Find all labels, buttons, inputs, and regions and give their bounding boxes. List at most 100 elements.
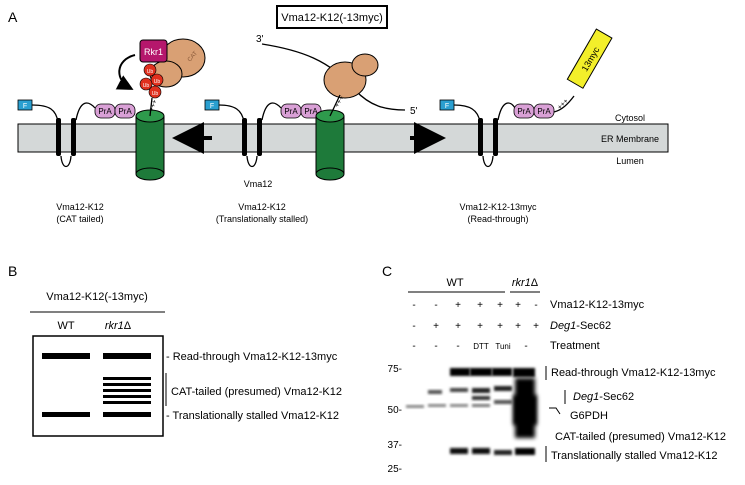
svg-text:Tuni: Tuni (495, 342, 510, 351)
three-prime: 3' (256, 34, 264, 45)
tm-helix-mid-1 (242, 118, 247, 156)
svg-text:+: + (515, 321, 521, 332)
ubiquitination-arrow (115, 54, 136, 90)
label-right-line2: (Read-through) (467, 214, 528, 224)
label-c-readthrough: Read-through Vma12-K12-13myc (551, 367, 716, 379)
label-b-cat: CAT-tailed (presumed) Vma12-K12 (171, 386, 342, 398)
panel-b-title: Vma12-K12(-13myc) (46, 291, 147, 303)
svg-text:+: + (533, 321, 539, 332)
col-rkr1: rkr1Δ (105, 320, 132, 332)
label-right-line1: Vma12-K12-13myc (459, 202, 537, 212)
marker-37: 37- (388, 440, 402, 451)
plus-left: +++ (148, 99, 159, 113)
construct-right: F PrA PrA +++ 13myc Vma12-K12-13myc (Rea… (439, 28, 613, 224)
prA-left-2-label: PrA (118, 107, 132, 116)
row-deg1-label: Deg1-Sec62 (550, 320, 611, 332)
linker-left-1 (31, 104, 59, 123)
sec-channel-middle (315, 115, 345, 175)
band-b-wt-stalled (42, 412, 90, 417)
panel-a-title: Vma12-K12(-13myc) (281, 12, 382, 24)
group-rkr1: rkr1Δ (512, 277, 539, 289)
row-treatment-signs: - - - DTT Tuni - (412, 341, 527, 352)
band-b-wt-readthrough (42, 353, 90, 359)
tm-helix-left-2 (71, 118, 76, 156)
tm-helix-mid-2 (257, 118, 262, 156)
svg-text:+: + (497, 300, 503, 311)
svg-text:PrA: PrA (517, 107, 531, 116)
svg-text:+: + (477, 321, 483, 332)
svg-text:-: - (534, 300, 537, 311)
vma12-label: Vma12 (244, 179, 273, 189)
svg-text:Ub: Ub (152, 91, 159, 97)
band-b-cat-1 (103, 377, 151, 380)
band-b-rkr1-readthrough (103, 353, 151, 359)
svg-text:-: - (434, 300, 437, 311)
svg-text:Ub: Ub (154, 79, 161, 85)
svg-text:-: - (456, 341, 459, 352)
label-b-stalled: - Translationally stalled Vma12-K12 (166, 410, 339, 422)
marker-75: 75- (388, 364, 402, 375)
panel-c-letter: C (382, 263, 392, 279)
label-c-deg1: Deg1-Sec62 (573, 391, 634, 403)
band-b-cat-2 (103, 383, 151, 386)
cytosol-label: Cytosol (615, 113, 645, 123)
construct-left: F PrA PrA CAT Rkr1 Ub (17, 38, 206, 224)
ub-chain: Ub Ub Ub Ub (139, 63, 164, 99)
marker-25: 25- (388, 464, 402, 475)
prA-right-2 (533, 103, 555, 119)
svg-text:+: + (455, 300, 461, 311)
blot-bands (406, 368, 537, 455)
svg-text:Ub: Ub (143, 83, 150, 89)
flag-label-left: F (23, 103, 27, 110)
label-c-g6pdh: G6PDH (570, 410, 608, 422)
col-wt: WT (57, 320, 74, 332)
svg-text:DTT: DTT (473, 342, 489, 351)
sec-channel-left (135, 115, 165, 175)
tm-helix-left-1 (56, 118, 61, 156)
panel-a-letter: A (8, 9, 18, 25)
er-membrane-label: ER Membrane (601, 134, 659, 144)
svg-text:Ub: Ub (147, 69, 154, 75)
g6pdh-pointer (549, 407, 561, 415)
tm-helix-right-2 (493, 118, 498, 156)
band-b-cat-5 (103, 401, 151, 404)
myc-tag (566, 28, 613, 89)
linker-left-2 (75, 102, 96, 121)
panel-b-letter: B (8, 263, 17, 279)
label-mid-line2: (Translationally stalled) (216, 214, 308, 224)
tm-helix-right-1 (478, 118, 483, 156)
label-c-cat: CAT-tailed (presumed) Vma12-K12 (555, 431, 726, 443)
label-mid-line1: Vma12-K12 (238, 202, 286, 212)
svg-text:PrA: PrA (537, 107, 551, 116)
svg-text:-: - (524, 341, 527, 352)
row-deg1-signs: - + + + + + + (412, 321, 539, 332)
label-b-readthrough: - Read-through Vma12-K12-13myc (166, 351, 338, 363)
lumen-label: Lumen (616, 156, 644, 166)
five-prime: 5' (410, 106, 418, 117)
svg-text:-: - (412, 321, 415, 332)
ribosome-small-mid (351, 53, 379, 77)
svg-text:PrA: PrA (284, 107, 298, 116)
svg-text:PrA: PrA (304, 107, 318, 116)
label-left-line1: Vma12-K12 (56, 202, 104, 212)
svg-text:+: + (515, 300, 521, 311)
rkr1-label: Rkr1 (144, 47, 163, 57)
svg-text:-: - (412, 341, 415, 352)
loop-left-1 (60, 155, 72, 168)
svg-text:F: F (445, 103, 449, 110)
plus-right: +++ (556, 98, 570, 112)
panel-b: B Vma12-K12(-13myc) WT rkr1Δ - Read-thro… (8, 263, 342, 437)
panel-c: C WT rkr1Δ - - + + + + - Vma12-K12-13myc… (382, 263, 726, 485)
construct-middle: F PrA PrA 3' 5' +++ Vma12 Vma12-K12 (204, 34, 418, 224)
group-wt: WT (446, 277, 463, 289)
svg-text:-: - (412, 300, 415, 311)
band-b-cat-4 (103, 395, 151, 398)
svg-text:F: F (210, 103, 214, 110)
row-treatment-label: Treatment (550, 340, 600, 352)
row-vma12-signs: - - + + + + - (412, 300, 537, 311)
svg-text:+: + (455, 321, 461, 332)
prA-left-2 (114, 103, 136, 119)
svg-text:+: + (497, 321, 503, 332)
band-b-cat-3 (103, 389, 151, 392)
